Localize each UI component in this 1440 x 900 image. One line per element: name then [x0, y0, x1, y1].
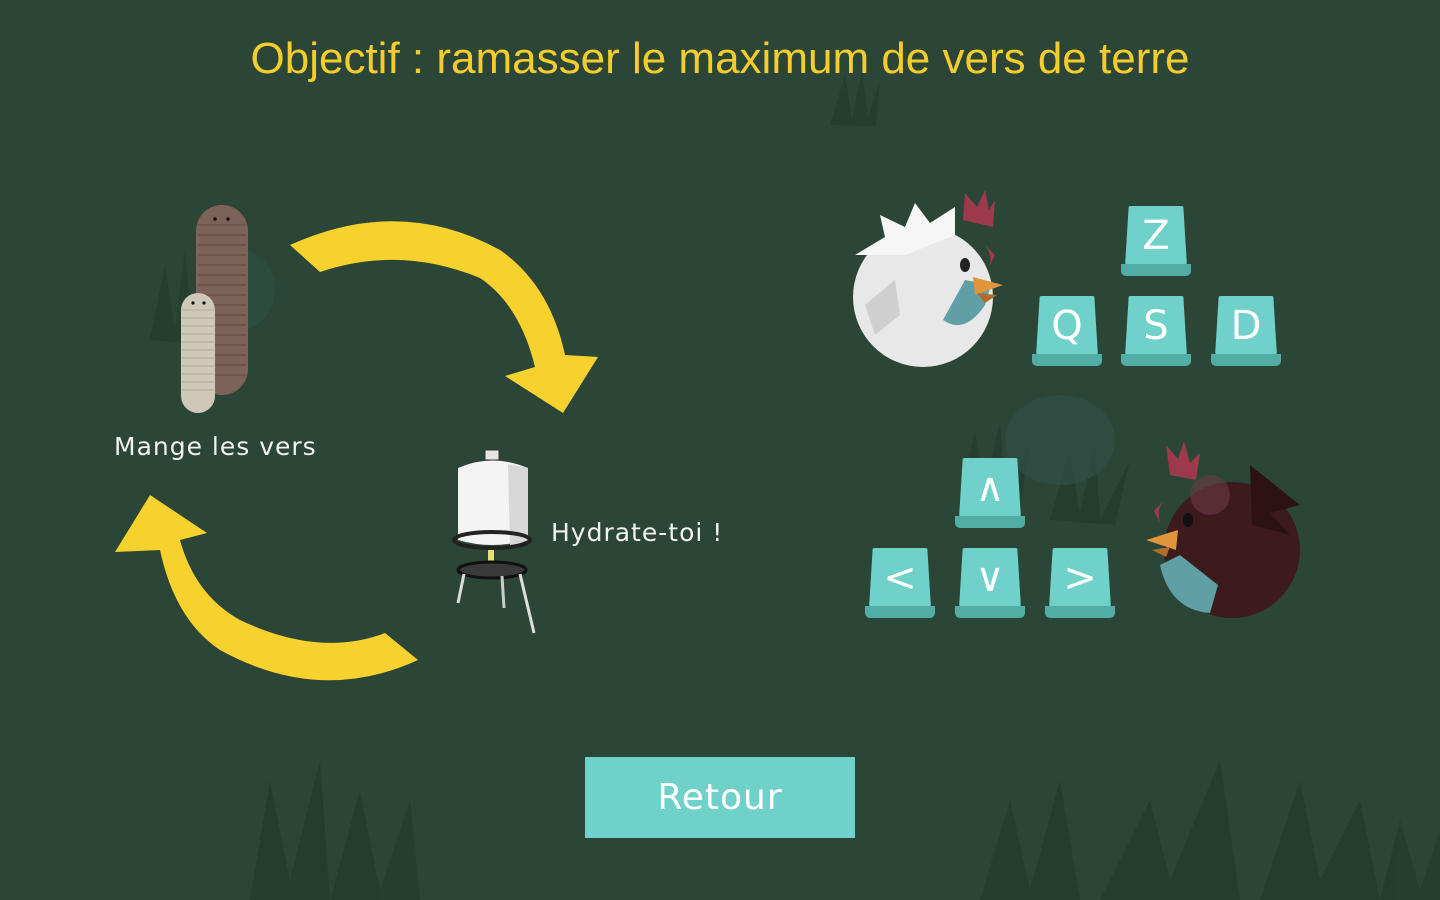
key-q-label: Q: [1051, 303, 1083, 349]
key-arrow-left[interactable]: <: [865, 548, 935, 618]
eat-worms-label: Mange les vers: [114, 432, 317, 461]
key-s-label: S: [1143, 303, 1169, 349]
white-chicken-icon: [853, 190, 1003, 367]
key-z[interactable]: Z: [1121, 206, 1191, 276]
key-arrow-right-label: >: [1063, 555, 1097, 601]
water-feeder-icon: [452, 449, 536, 634]
key-arrow-down[interactable]: ∨: [955, 548, 1025, 618]
cycle-arrow-top: [290, 221, 598, 413]
key-q[interactable]: Q: [1032, 296, 1102, 366]
back-button[interactable]: Retour: [585, 757, 855, 838]
objective-title: Objectif : ramasser le maximum de vers d…: [250, 34, 1190, 83]
cycle-arrow-bottom: [115, 495, 418, 681]
brown-chicken-icon: [1146, 441, 1300, 618]
key-s[interactable]: S: [1121, 296, 1191, 366]
key-d[interactable]: D: [1211, 296, 1281, 366]
key-arrow-up[interactable]: ∧: [955, 458, 1025, 528]
key-arrow-down-label: ∨: [975, 555, 1005, 601]
key-arrow-up-label: ∧: [975, 465, 1005, 511]
hydrate-label: Hydrate-toi !: [551, 518, 724, 547]
key-d-label: D: [1230, 303, 1262, 349]
key-z-label: Z: [1142, 213, 1170, 259]
key-arrow-left-label: <: [883, 555, 917, 601]
worm-stack-icon: [181, 205, 248, 413]
key-arrow-right[interactable]: >: [1045, 548, 1115, 618]
